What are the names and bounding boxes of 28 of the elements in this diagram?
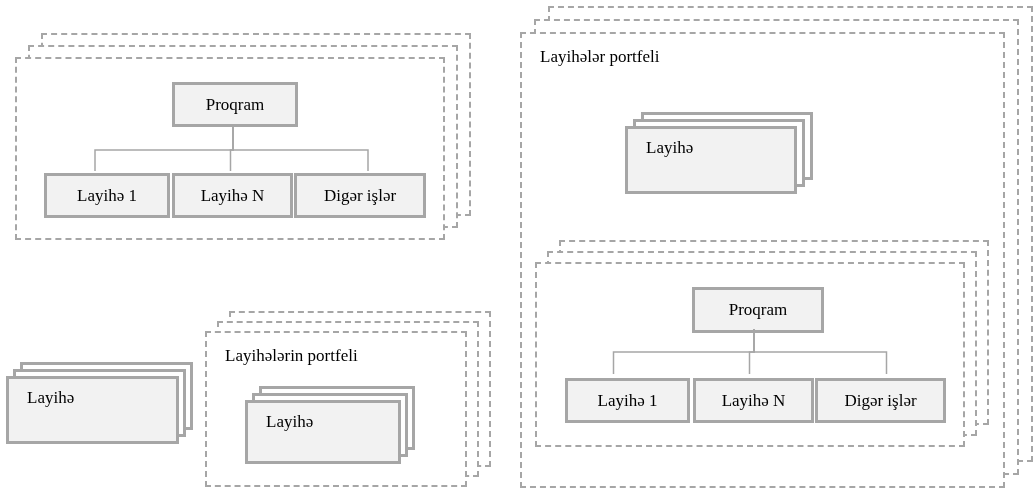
portfolio-frame [205, 331, 467, 487]
project-box [44, 173, 170, 218]
project-box [172, 173, 293, 218]
box-label: Proqram [728, 299, 788, 321]
box-label: Layihə N [721, 389, 786, 412]
box-label: Layihə [646, 137, 694, 159]
box-label: Proqram [205, 93, 265, 116]
box-label: Digər işlər [844, 389, 917, 412]
box-label: Layihə 1 [597, 389, 658, 412]
program-box [172, 82, 298, 127]
box-label: Layihə [266, 411, 314, 433]
project-stack [6, 376, 179, 444]
box-label: Layihə [27, 387, 75, 409]
project-stack [245, 400, 401, 464]
program-frame [535, 262, 965, 447]
frame-title: Layihələr portfeli [540, 46, 660, 68]
work-box [815, 378, 946, 423]
box-label: Digər işlər [323, 184, 397, 207]
box-label: Layihə N [200, 184, 265, 207]
program-box [692, 287, 824, 333]
box-label: Layihə 1 [77, 184, 137, 207]
work-box [294, 173, 426, 218]
portfolio-frame [520, 32, 1005, 488]
project-stack [625, 126, 797, 194]
project-box [693, 378, 814, 423]
frame-title: Layihələrin portfeli [225, 345, 358, 367]
project-box [565, 378, 690, 423]
program-frame [15, 57, 445, 240]
